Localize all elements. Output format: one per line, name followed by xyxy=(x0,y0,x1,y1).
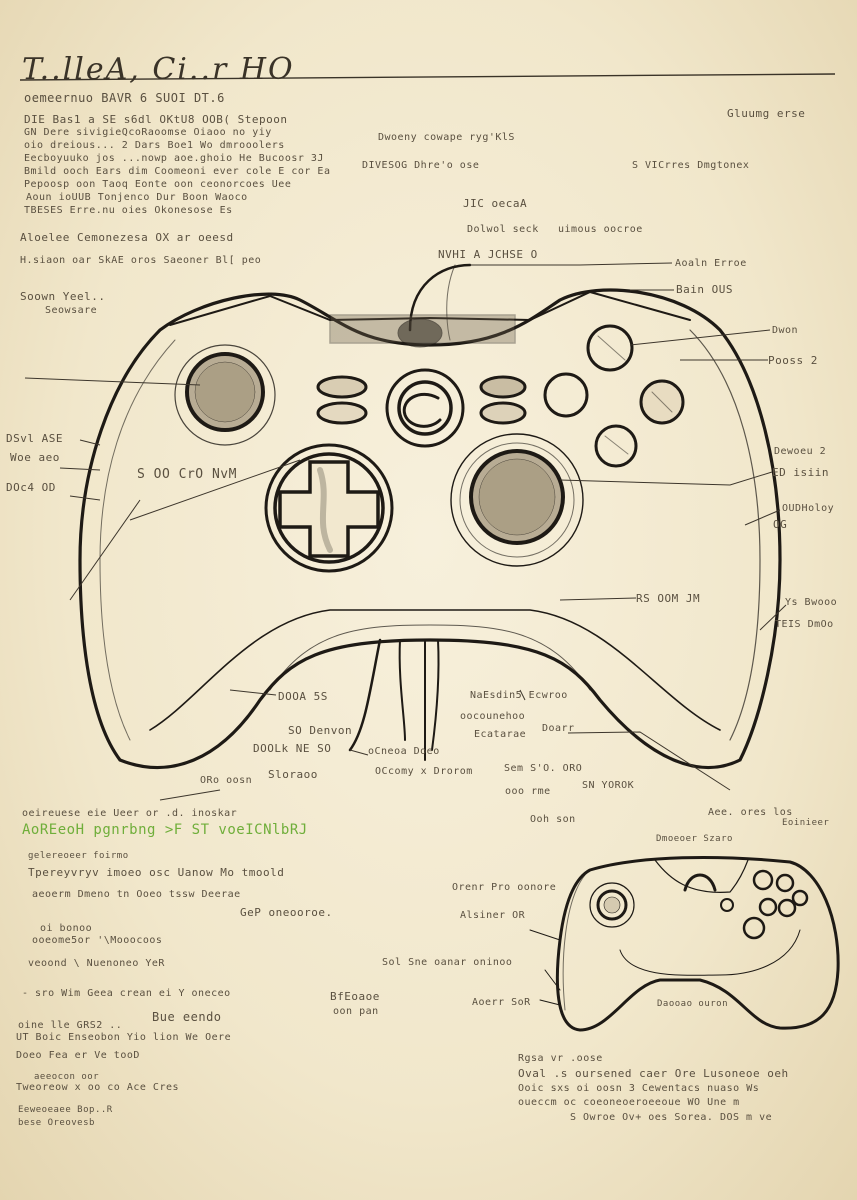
callout-label: DOOLk NE SO xyxy=(253,742,332,755)
note-line: Tpereyvryv imoeo osc Uanow Mo tmoold xyxy=(28,866,285,879)
callout-label: Eoinieer xyxy=(782,818,830,828)
callout-label: SN YOROK xyxy=(582,780,635,791)
note-line: - sro Wim Geea crean ei Y oneceo xyxy=(22,988,231,999)
note-line: oi bonoo xyxy=(40,923,93,934)
note-label: BfEoaoe xyxy=(330,990,380,1003)
note-line: S Owroe Ov+ oes Sorea. DOS m ve xyxy=(570,1112,773,1123)
note-line: Doeo Fea er Ve tooD xyxy=(16,1050,140,1061)
callout-label: TEIS DmOo xyxy=(775,619,834,630)
page-title: T..lleA, Ci..r HO xyxy=(22,52,295,87)
note-line: oine lle GRS2 .. xyxy=(18,1020,123,1031)
callout-label: Ecatarae xyxy=(474,729,527,740)
note-label: Alsiner OR xyxy=(460,910,526,921)
callout-label: NaEsdin5 Ecwroo xyxy=(470,690,568,701)
callout-label: Ooh son xyxy=(530,814,576,825)
note-line: ooeome5or '\Mooocoos xyxy=(32,935,163,946)
callout-label: Aee. ores los xyxy=(708,807,793,818)
callout-label: OG xyxy=(773,518,788,531)
callout-label: Soown Yeel.. xyxy=(20,290,106,303)
callout-label: Dwon xyxy=(772,325,799,336)
note-label: Orenr Pro oonore xyxy=(452,882,557,893)
callout-label: ooo rme xyxy=(505,786,551,797)
annotation-label: Dwoeny cowape ryg'KlS xyxy=(378,132,515,143)
note-line: Eeweoeaee Bop..R xyxy=(18,1105,113,1115)
callout-label: Sloraoo xyxy=(268,768,318,781)
callout-leader-lines xyxy=(24,262,787,801)
callout-label: DSvl ASE xyxy=(6,432,63,445)
note-line: oeireuese eie Ueer or .d. inoskar xyxy=(22,808,238,819)
callout-label: Daooao ouron xyxy=(657,999,729,1009)
callout-label: oocounehoo xyxy=(460,711,526,722)
callout-label: OUDHoloy xyxy=(782,503,835,514)
annotation-label: S VICrres Dmgtonex xyxy=(632,160,750,171)
note-line: veoond \ Nuenoneo YeR xyxy=(28,958,165,969)
note-line: Tweoreow x oo co Ace Cres xyxy=(16,1082,180,1093)
note-heading: Rgsa vr .oose xyxy=(518,1053,603,1064)
callout-label: Doarr xyxy=(542,723,575,734)
intro-line: TBESES Erre.nu oies Okonesose Es xyxy=(24,205,233,216)
callout-label: ORo oosn xyxy=(200,775,253,786)
callout-label: Bain OUS xyxy=(676,283,733,296)
callout-label: DOOA 5S xyxy=(278,690,328,703)
intro-line: Aoun ioUUB Tonjenco Dur Boon Waoco xyxy=(26,192,248,203)
note-label: Sol Sne oanar oninoo xyxy=(382,957,513,968)
callout-label: Dewoeu 2 xyxy=(774,446,827,457)
intro-line: DIE Bas1 a SE s6dl OKtU8 OOB( Stepoon xyxy=(24,113,288,126)
callout-label: Dmoeoer Szaro xyxy=(656,834,733,844)
note-line: Bue eendo xyxy=(152,1010,222,1024)
intro-line: Aloelee Cemonezesa OX ar oeesd xyxy=(20,231,234,244)
callout-label: Aoaln Erroe xyxy=(675,258,747,269)
green-highlight-note: AoREeoH pgnrbng >F ST voeICNlbRJ xyxy=(22,822,308,838)
callout-label: OCcomy x Drorom xyxy=(375,766,473,777)
callout-label: oCneoa Doeo xyxy=(368,746,440,757)
intro-line: GN Dere sivigieQcoRaoomse Oiaoo no yiy xyxy=(24,127,272,138)
annotation-label: Gluumg erse xyxy=(727,107,806,120)
note-line: GeP oneooroe. xyxy=(240,906,333,919)
callout-label: RS OOM JM xyxy=(636,592,701,605)
note-line: aeeocon oor xyxy=(34,1072,100,1082)
note-line: oueccm oc coeoneoeroeeoue WO Une m xyxy=(518,1097,740,1108)
note-line: aeoerm Dmeno tn Ooeo tssw Deerae xyxy=(32,889,241,900)
annotation-label: uimous oocroe xyxy=(558,224,643,235)
callout-label: SO Denvon xyxy=(288,724,353,737)
callout-label: Woe aeo xyxy=(10,451,60,464)
callout-label: Seowsare xyxy=(45,305,98,316)
note-label: oon pan xyxy=(333,1006,379,1017)
callout-label: Ys Bwooo xyxy=(785,597,838,608)
intro-heading: oemeernuo BAVR 6 SUOI DT.6 xyxy=(24,91,225,105)
intro-line: Bmild ooch Ears dim Coomeoni ever cole E… xyxy=(24,166,331,177)
intro-line: Eecboyuuko jos ...nowp aoe.ghoio He Buco… xyxy=(24,153,324,164)
callout-label: S OO CrO NvM xyxy=(137,467,237,482)
note-line: Oval .s oursened caer Ore Lusoneoe oeh xyxy=(518,1067,789,1080)
callout-label: ED isiin xyxy=(772,466,829,479)
note-line: bese Oreovesb xyxy=(18,1118,95,1128)
note-line: gelereoeer foirmo xyxy=(28,851,129,861)
annotation-label: JIC oecaA xyxy=(463,197,528,210)
note-line: Ooic sxs oi oosn 3 Cewentacs nuaso Ws xyxy=(518,1083,760,1094)
annotation-label: NVHI A JCHSE O xyxy=(438,248,538,261)
intro-line: oio dreious... 2 Dars Boe1 Wo dmrooolers xyxy=(24,140,285,151)
annotation-label: DIVESOG Dhre'o ose xyxy=(362,160,480,171)
callout-label: DOc4 OD xyxy=(6,481,56,494)
note-label: Aoerr SoR xyxy=(472,997,531,1008)
small-controller-sketch xyxy=(529,855,840,1032)
intro-line: Pepoosp oon Taoq Eonte oon ceonorcoes Ue… xyxy=(24,179,292,190)
main-controller-sketch xyxy=(78,263,782,769)
callout-label: Sem S'O. ORO xyxy=(504,763,583,774)
annotation-label: Dolwol seck xyxy=(467,224,539,235)
callout-label: Pooss 2 xyxy=(768,354,818,367)
intro-line: H.siaon oar SkAE oros Saeoner Bl[ peo xyxy=(20,255,262,266)
note-line: UT Boic Enseobon Yio lion We Oere xyxy=(16,1032,232,1043)
